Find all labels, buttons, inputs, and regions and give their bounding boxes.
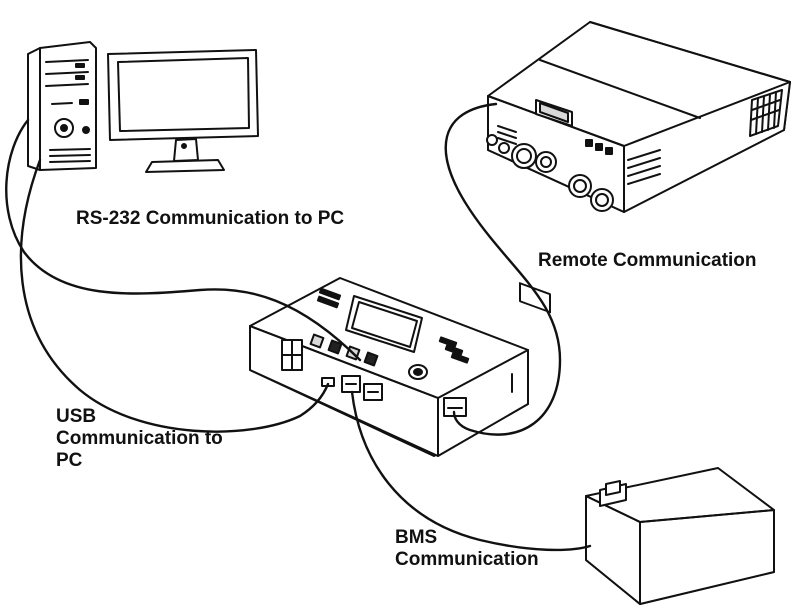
monitor-icon <box>107 49 259 173</box>
bms-label-line-1: BMS <box>395 527 438 548</box>
usb-communication-label: USB Communication to PC <box>56 406 223 472</box>
remote-cable <box>444 102 562 436</box>
rs232-label: RS-232 Communication to PC <box>76 208 345 229</box>
bms-label-line-2: Communication <box>395 549 539 570</box>
rs232-cable <box>5 118 362 362</box>
usb-label-line-3: PC <box>56 450 83 471</box>
bms-cable <box>350 390 592 552</box>
bms-communication-label: BMS Communication <box>395 527 539 571</box>
inverter-icon <box>486 21 791 314</box>
pc-tower-icon <box>27 41 97 171</box>
remote-communication-label: Remote Communication <box>538 250 757 271</box>
usb-label-line-1: USB <box>56 406 97 427</box>
controller-device-icon <box>249 277 529 457</box>
usb-cable <box>19 158 330 433</box>
cables <box>5 102 592 552</box>
usb-label-line-2: Communication to <box>56 428 223 449</box>
battery-box-icon <box>585 467 775 605</box>
